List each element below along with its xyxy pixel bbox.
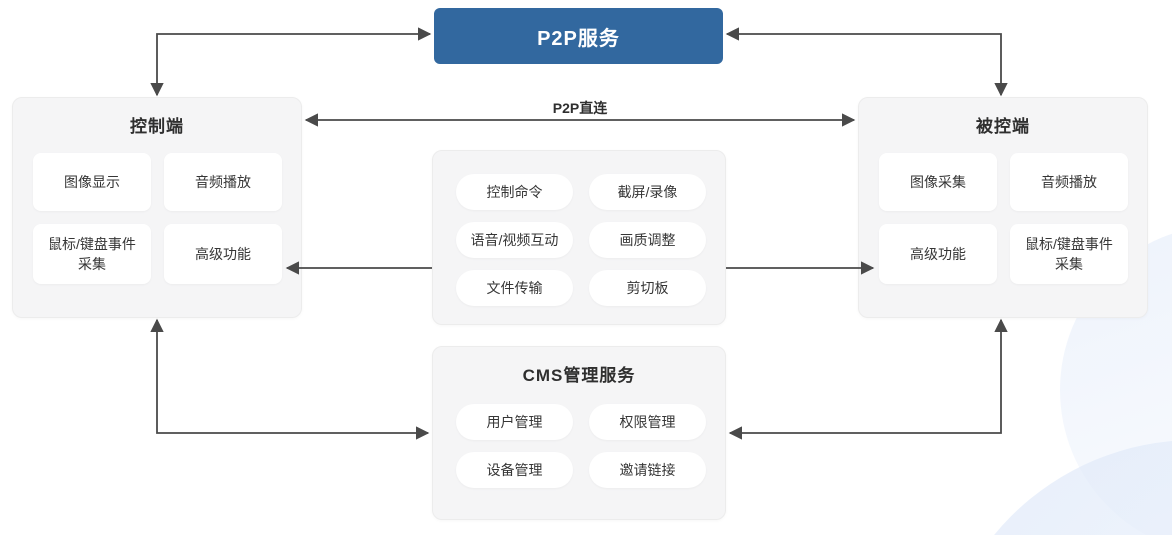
controlled-item-audio-playback: 音频播放 — [1010, 153, 1128, 211]
controller-item-image-display: 图像显示 — [33, 153, 151, 211]
capability-item-quality-adjustment: 画质调整 — [589, 222, 706, 258]
capability-item-clipboard: 剪切板 — [589, 270, 706, 306]
capability-item-file-transfer: 文件传输 — [456, 270, 573, 306]
cms-item-device-management: 设备管理 — [456, 452, 573, 488]
arrow-controlled-cms — [728, 318, 1008, 440]
cms-item-invite-link: 邀请链接 — [589, 452, 706, 488]
cms-item-permission-management: 权限管理 — [589, 404, 706, 440]
cms-items: 用户管理 权限管理 设备管理 邀请链接 — [456, 404, 706, 488]
controlled-items: 图像采集 音频播放 高级功能 鼠标/键盘事件采集 — [879, 153, 1128, 284]
controller-title: 控制端 — [130, 117, 184, 136]
cms-panel: CMS管理服务 用户管理 权限管理 设备管理 邀请链接 — [432, 346, 726, 520]
arrow-controlled-p2p-service — [725, 27, 1008, 97]
p2p-service-box: P2P服务 — [434, 8, 723, 64]
cms-title: CMS管理服务 — [522, 366, 636, 385]
controlled-item-advanced-features: 高级功能 — [879, 224, 997, 284]
arrow-controller-cms — [150, 318, 430, 440]
controlled-panel: 被控端 图像采集 音频播放 高级功能 鼠标/键盘事件采集 — [858, 97, 1148, 318]
arrow-controller-p2p-service — [150, 27, 432, 97]
controlled-item-image-capture: 图像采集 — [879, 153, 997, 211]
controlled-item-mouse-keyboard-events: 鼠标/键盘事件采集 — [1010, 224, 1128, 284]
capability-items: 控制命令 截屏/录像 语音/视频互动 画质调整 文件传输 剪切板 — [456, 174, 706, 306]
controller-item-mouse-keyboard-events: 鼠标/键盘事件采集 — [33, 224, 151, 284]
cms-item-user-management: 用户管理 — [456, 404, 573, 440]
controller-items: 图像显示 音频播放 鼠标/键盘事件采集 高级功能 — [33, 153, 282, 284]
background-circle-large — [935, 440, 1172, 535]
capability-item-voice-video-interaction: 语音/视频互动 — [456, 222, 573, 258]
p2p-direct-label: P2P直连 — [552, 100, 608, 116]
controller-item-advanced-features: 高级功能 — [164, 224, 282, 284]
capability-item-screenshot-recording: 截屏/录像 — [589, 174, 706, 210]
controller-item-audio-playback: 音频播放 — [164, 153, 282, 211]
capability-item-control-commands: 控制命令 — [456, 174, 573, 210]
capabilities-panel: 控制命令 截屏/录像 语音/视频互动 画质调整 文件传输 剪切板 — [432, 150, 726, 325]
controller-panel: 控制端 图像显示 音频播放 鼠标/键盘事件采集 高级功能 — [12, 97, 302, 318]
controlled-title: 被控端 — [976, 117, 1030, 136]
